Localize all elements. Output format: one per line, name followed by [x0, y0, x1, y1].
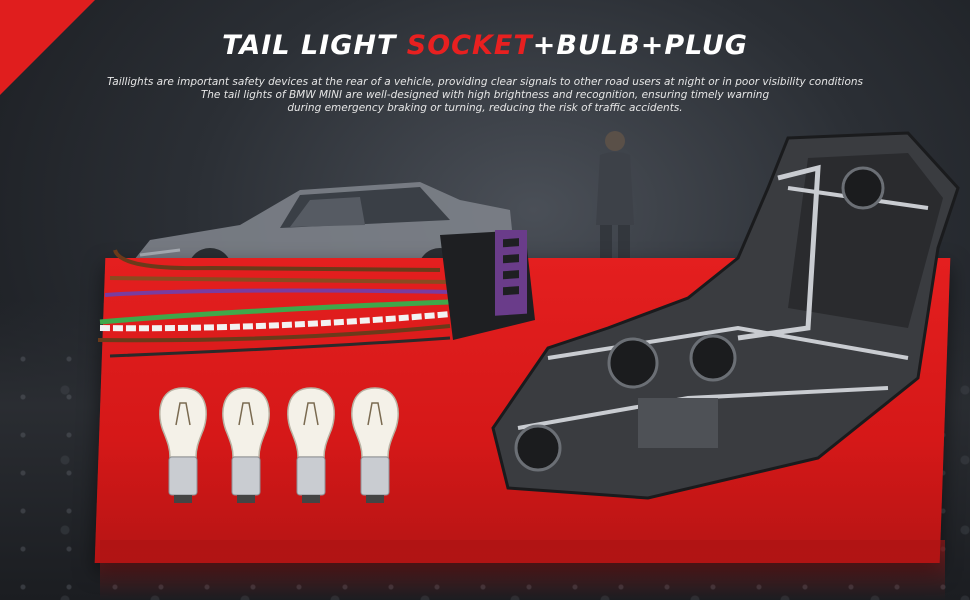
description-line-3: during emergency braking or turning, red… — [287, 102, 683, 114]
banner-title: TAIL LIGHT SOCKET+BULB+PLUG — [0, 30, 970, 61]
title-accent: SOCKET — [406, 30, 533, 61]
description-line-1: Taillights are important safety devices … — [106, 76, 864, 88]
wire-harness-plug-image — [97, 230, 535, 358]
title-part-1: TAIL LIGHT — [222, 30, 407, 61]
bulb-image — [159, 387, 207, 503]
tail-light-socket-image — [491, 131, 960, 500]
description-line-2: The tail lights of BMW MINI are well-des… — [200, 89, 770, 101]
bulb-image — [351, 387, 399, 503]
title-part-2: +BULB+PLUG — [532, 30, 748, 61]
bulb-image — [222, 387, 270, 503]
red-panel-reflection — [100, 540, 945, 600]
corner-accent — [0, 0, 95, 95]
bulb-image — [287, 387, 335, 503]
